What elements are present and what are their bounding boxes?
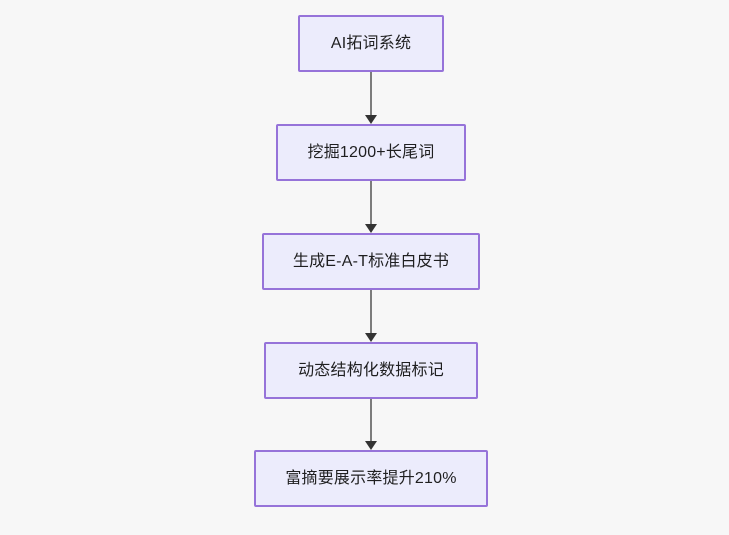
arrow-down-icon <box>365 441 377 450</box>
flowchart-edge-n3-n4 <box>360 290 382 342</box>
node-label: 生成E-A-T标准白皮书 <box>292 252 450 270</box>
flowchart-node-generate-eat-whitepaper[interactable]: 生成E-A-T标准白皮书 <box>262 233 480 290</box>
flowchart-node-mine-longtail-keywords[interactable]: 挖掘1200+长尾词 <box>276 124 466 181</box>
arrow-down-icon <box>365 224 377 233</box>
edge-line <box>370 181 372 224</box>
arrow-down-icon <box>365 333 377 342</box>
edge-line <box>370 399 372 441</box>
flowchart-edge-n2-n3 <box>360 181 382 233</box>
flowchart-node-ai-keyword-system[interactable]: AI拓词系统 <box>298 15 444 72</box>
flowchart-node-dynamic-structured-data-markup[interactable]: 动态结构化数据标记 <box>264 342 478 399</box>
flowchart-edge-n1-n2 <box>360 72 382 124</box>
node-label: AI拓词系统 <box>330 34 412 52</box>
arrow-down-icon <box>365 115 377 124</box>
edge-line <box>370 72 372 115</box>
flowchart-edge-n4-n5 <box>360 399 382 450</box>
flowchart-node-rich-snippet-impression-lift[interactable]: 富摘要展示率提升210% <box>254 450 488 507</box>
node-label: 挖掘1200+长尾词 <box>307 143 435 161</box>
node-label: 动态结构化数据标记 <box>298 361 444 379</box>
node-label: 富摘要展示率提升210% <box>285 469 457 487</box>
edge-line <box>370 290 372 333</box>
